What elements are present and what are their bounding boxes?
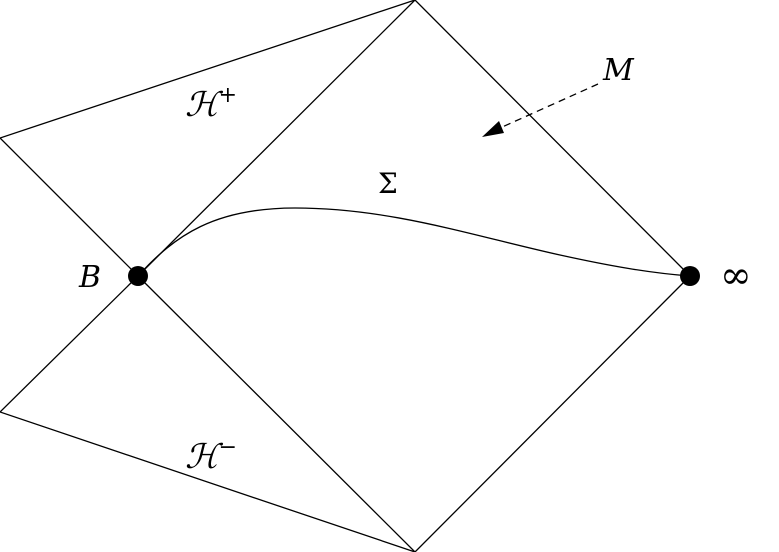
m-pointer-dashed-line (499, 83, 599, 129)
left-extension-lower (0, 275, 139, 413)
future-horizon-label: ℋ+ (185, 83, 237, 125)
m-pointer-arrowhead (482, 121, 504, 137)
infinity-point-dot (680, 266, 700, 286)
sigma-label: Σ (378, 167, 398, 200)
spacetime-label: M (602, 53, 635, 88)
past-horizon-label: ℋ− (185, 435, 237, 477)
past-null-infinity (414, 275, 691, 552)
future-horizon-segment (137, 0, 416, 277)
past-horizon-segment (137, 275, 416, 552)
bifurcation-point-dot (128, 266, 148, 286)
past-horizon-line (0, 411, 416, 552)
future-null-infinity (414, 0, 691, 277)
sigma-curve (137, 207, 691, 277)
infinity-label: ∞ (720, 253, 752, 297)
bifurcation-label: B (78, 260, 101, 295)
future-horizon-line (0, 0, 416, 139)
left-extension-upper (0, 137, 139, 277)
